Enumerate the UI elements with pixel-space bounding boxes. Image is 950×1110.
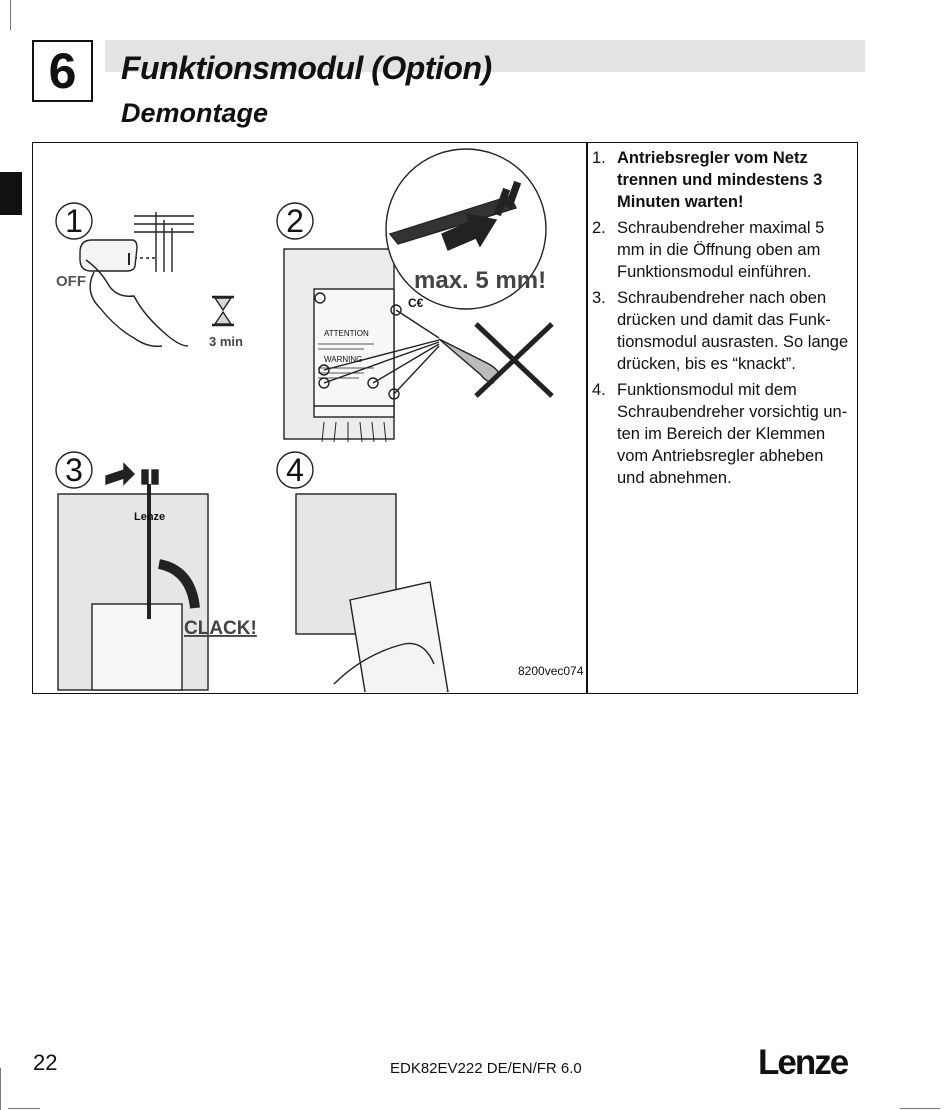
crop-mark xyxy=(10,0,11,30)
max-depth-label: max. 5 mm! xyxy=(414,267,546,294)
power-lines-icon xyxy=(134,212,194,272)
chapter-tab-marker xyxy=(0,172,22,215)
hourglass-icon xyxy=(212,297,234,325)
ce-mark: C€ xyxy=(408,296,424,310)
instruction-step: 3. Schraubendreher nach oben drücken und… xyxy=(592,287,852,375)
cross-out-icon xyxy=(476,324,552,396)
step-number: 3. xyxy=(592,287,606,309)
figure-code: 8200vec074 xyxy=(518,664,583,678)
page-number: 22 xyxy=(33,1050,57,1076)
page-subtitle: Demontage xyxy=(121,98,268,129)
step-text: Funktionsmodul mit dem Schraubendreher v… xyxy=(617,381,847,487)
crop-mark xyxy=(0,1068,1,1110)
instruction-step: 2. Schraubendreher maximal 5 mm in die Ö… xyxy=(592,217,852,283)
step-1-number: 1 xyxy=(65,203,83,239)
arrow-left-icon xyxy=(106,464,158,484)
chapter-number: 6 xyxy=(32,40,93,102)
wait-time-label: 3 min xyxy=(209,334,243,349)
instruction-step: 1. Antriebsregler vom Netz trennen und m… xyxy=(592,147,852,213)
step-text: Schraubendreher nach oben drücken und da… xyxy=(617,289,848,373)
brand-mark: Lenze xyxy=(134,511,165,523)
step-number: 1. xyxy=(592,147,606,169)
frame-divider xyxy=(586,142,588,694)
warning-label: WARNING xyxy=(324,355,362,364)
page-title: Funktionsmodul (Option) xyxy=(121,50,492,87)
instruction-step: 4. Funktionsmodul mit dem Schraubendrehe… xyxy=(592,379,852,489)
removed-module xyxy=(350,582,448,692)
step-4-number: 4 xyxy=(286,452,304,488)
document-code: EDK82EV222 DE/EN/FR 6.0 xyxy=(390,1060,582,1077)
wrong-screwdriver-icon xyxy=(439,339,499,383)
step-number: 4. xyxy=(592,379,606,401)
clack-label: CLACK! xyxy=(184,618,257,639)
crop-mark xyxy=(900,1108,940,1109)
off-label: OFF xyxy=(56,273,86,290)
demontage-illustration: Lenze 1 2 3 4 OFF 3 min max. 5 mm! CLACK… xyxy=(34,144,586,692)
crop-mark xyxy=(8,1108,40,1109)
attention-label: ATTENTION xyxy=(324,329,369,338)
lenze-logo: Lenze xyxy=(758,1043,847,1083)
step-3-number: 3 xyxy=(65,452,83,488)
step-2-number: 2 xyxy=(286,203,304,239)
step-number: 2. xyxy=(592,217,606,239)
step-text: Schraubendreher maximal 5 mm in die Öffn… xyxy=(617,219,824,281)
step-text: Antriebsregler vom Netz trennen und mind… xyxy=(617,149,822,211)
hand-icon xyxy=(86,260,188,346)
instruction-list: 1. Antriebsregler vom Netz trennen und m… xyxy=(592,147,852,493)
